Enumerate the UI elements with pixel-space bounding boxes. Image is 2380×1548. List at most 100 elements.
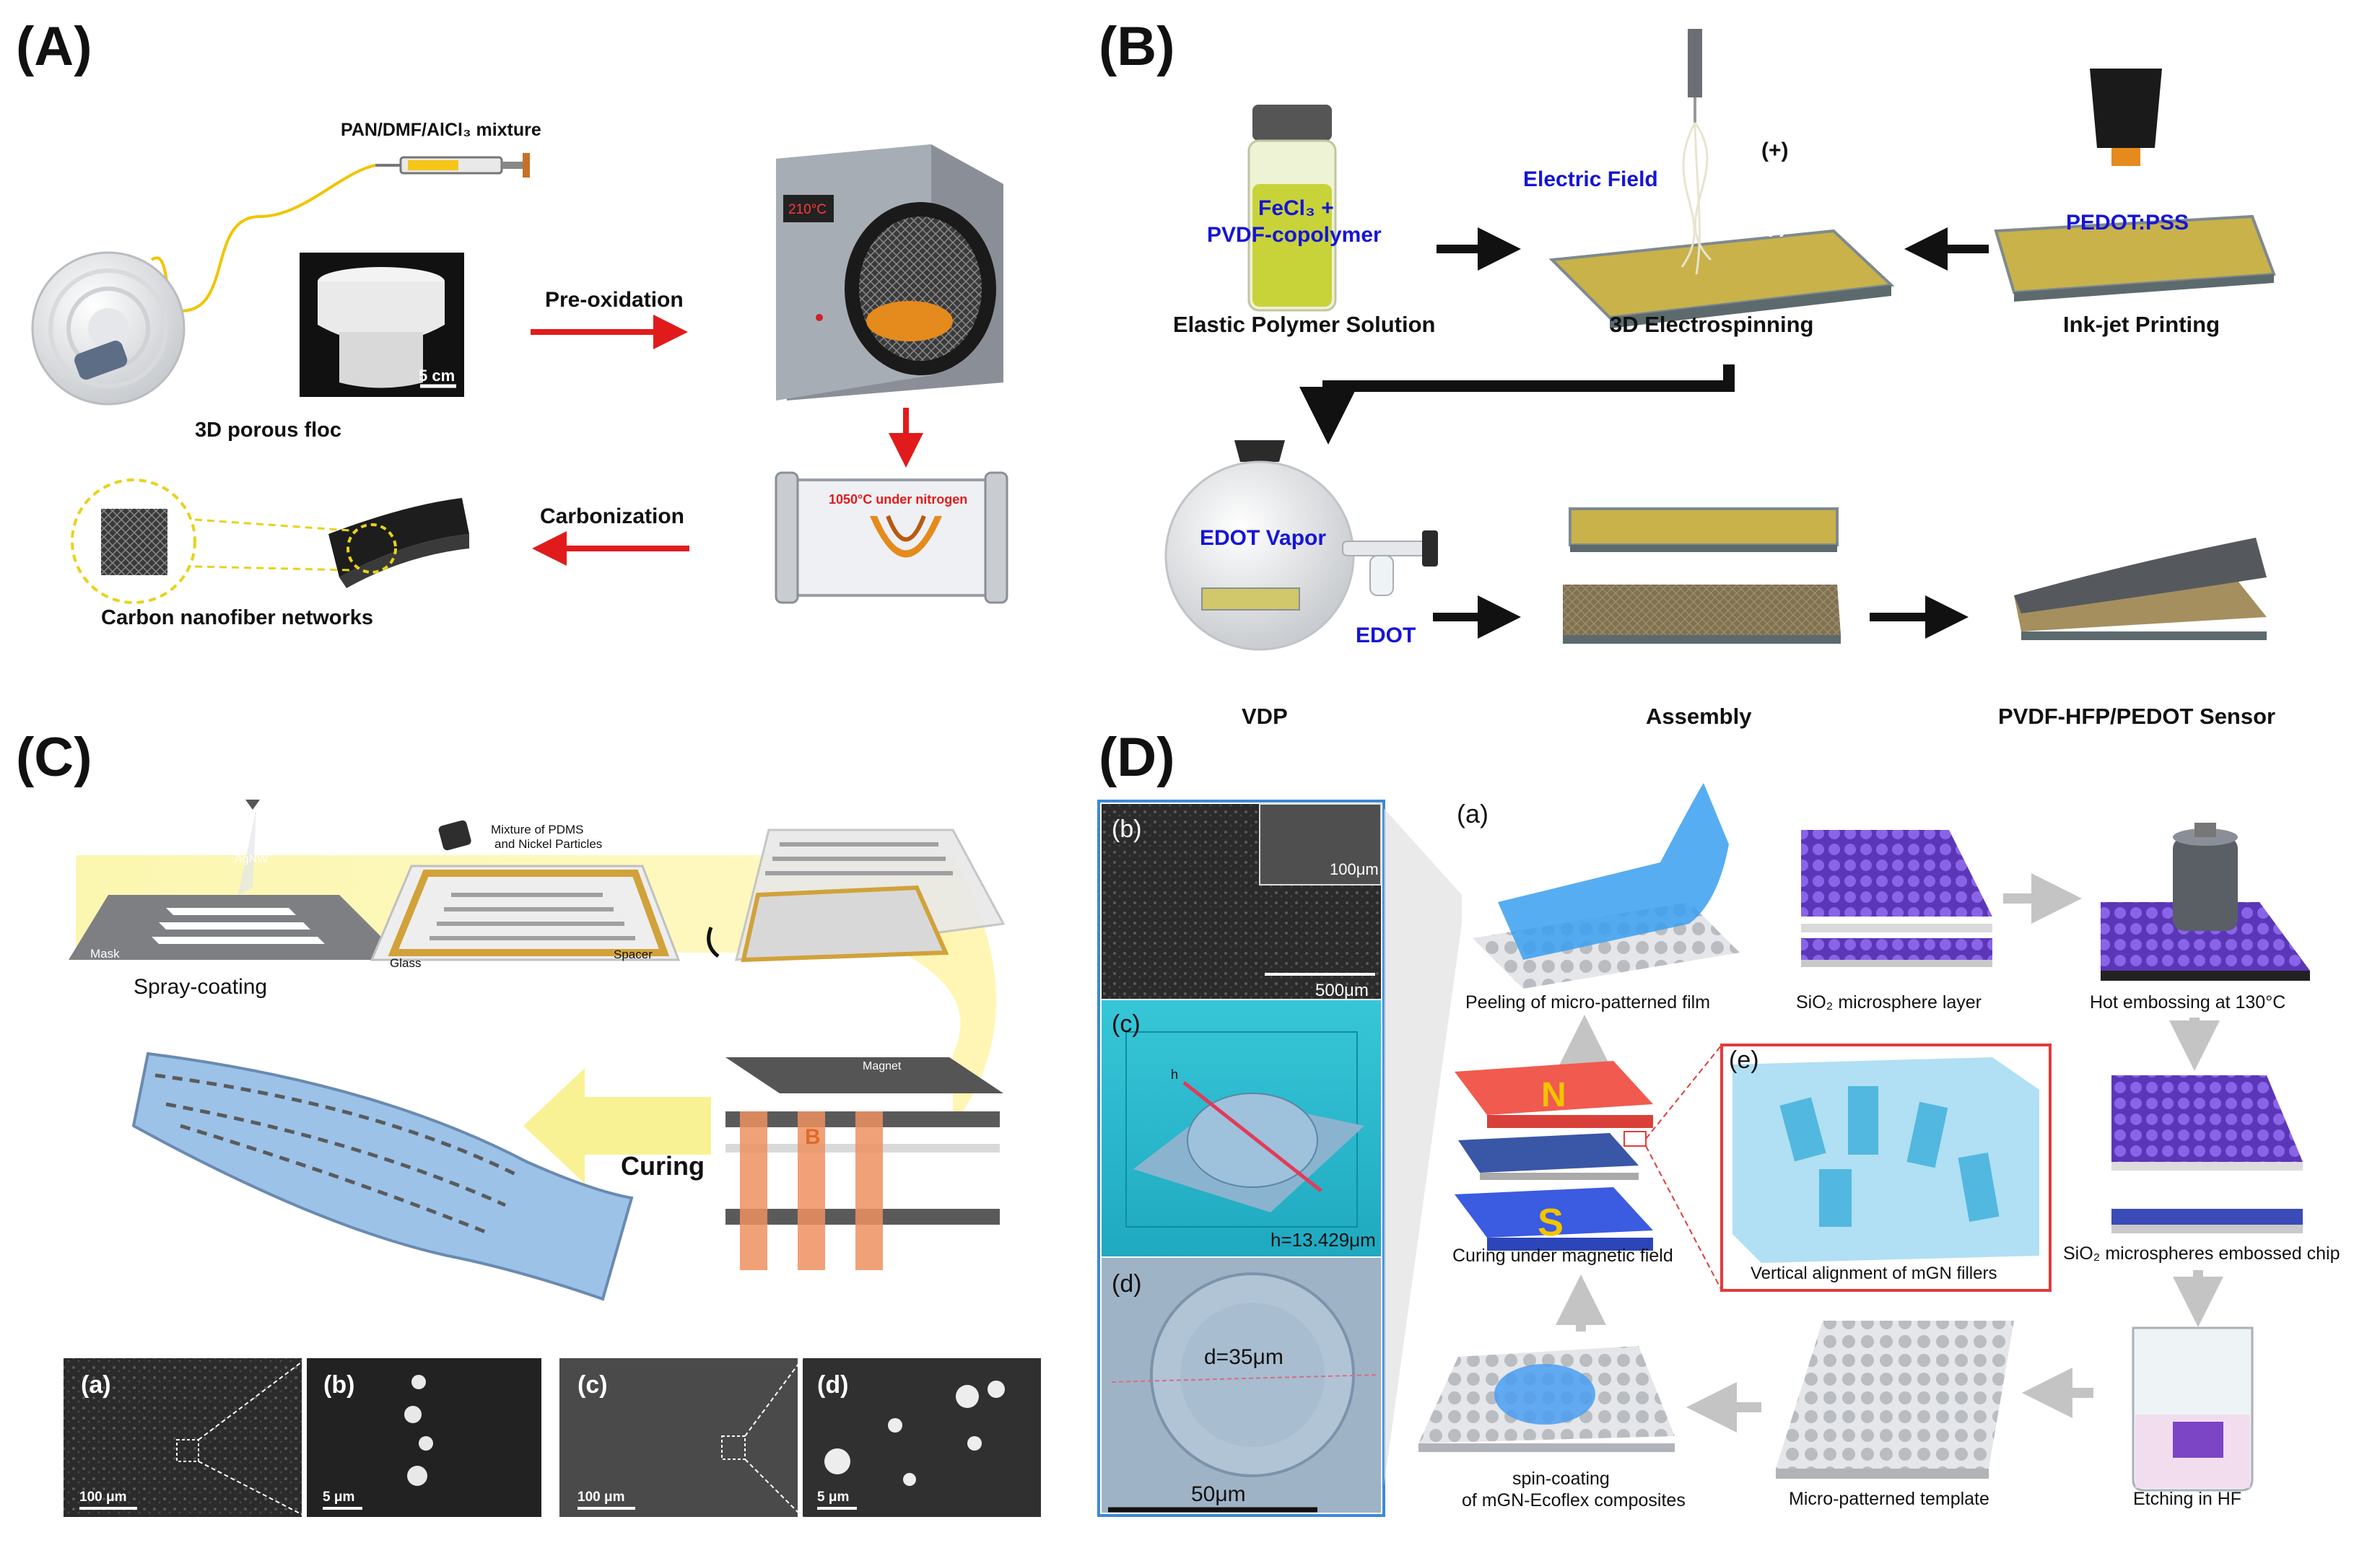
spin-coating-label2: of mGN-Ecoflex composites: [1462, 1490, 1686, 1510]
assembly-label: Assembly: [1646, 704, 1752, 729]
curing-arrow: [523, 1068, 711, 1184]
stretched-film-icon: [131, 1051, 634, 1301]
micrograph-d: (d) d=35μm 50μm: [1102, 1258, 1381, 1513]
fecl3-label: FeCl₃ +: [1258, 196, 1334, 220]
inset-e-tag: (e): [1729, 1046, 1759, 1074]
sem-d-scale: 5 μm: [817, 1490, 849, 1505]
vdp-flask-icon: [1164, 440, 1438, 651]
sem-a-scale: 100 μm: [79, 1490, 127, 1505]
micrograph-d-scale: 50μm: [1191, 1482, 1246, 1506]
oven-icon: 210°C: [776, 144, 1003, 401]
template-label: Micro-patterned template: [1789, 1489, 1989, 1509]
step-a-tag: (a): [1457, 799, 1488, 828]
sem-d-tag: (d): [817, 1371, 848, 1399]
floc-label: 3D porous floc: [195, 419, 341, 442]
sem-c-scale: 100 μm: [577, 1490, 625, 1505]
sensor-label: PVDF-HFP/PEDOT Sensor: [1998, 704, 2275, 729]
pedot-pss-label: PEDOT:PSS: [2066, 211, 2189, 235]
peeling-icon: [1473, 783, 1740, 989]
mask-label: Mask: [90, 947, 120, 961]
sem-b-tag: (b): [323, 1371, 354, 1399]
embossed-chip-icon: [2111, 1075, 2303, 1233]
magnet-n-label: N: [1541, 1076, 1566, 1114]
hot-embossing-icon: [2101, 823, 2310, 981]
micrograph-b: (b) 100μm 500μm: [1102, 803, 1382, 1000]
inkjet-icon: [1994, 69, 2276, 302]
micrograph-c-height: h=13.429μm: [1270, 1229, 1376, 1251]
efield-label: Electric Field: [1523, 167, 1658, 191]
mixture-line2: and Nickel Particles: [494, 837, 602, 851]
sem-c: (c) 100 μm: [559, 1358, 798, 1517]
panel-b-label: (B): [1099, 16, 1175, 77]
edot-label: EDOT: [1356, 624, 1416, 647]
vial-icon: [1247, 105, 1337, 312]
electrospinning-label: 3D Electrospinning: [1610, 312, 1813, 337]
panel-c-label: (C): [16, 727, 92, 788]
glass-label: Glass: [390, 956, 421, 970]
floc-photo: 5 cm: [300, 253, 464, 397]
micrograph-c-tag: (c): [1112, 1010, 1141, 1038]
bfield-label: B: [805, 1125, 821, 1149]
glass-spacer-icon: [370, 820, 681, 961]
vdp-label: VDP: [1242, 704, 1288, 729]
template-icon: [1776, 1321, 2014, 1479]
micrograph-b-tag: (b): [1112, 815, 1142, 843]
preoxidation-label: Pre-oxidation: [545, 288, 684, 312]
carbon-block-icon: [328, 498, 469, 588]
sem-b-scale: 5 μm: [323, 1490, 354, 1505]
carbonization-label: Carbonization: [540, 504, 684, 528]
micrograph-b-inset-scale: 100μm: [1330, 860, 1379, 878]
magnet-stack-icon: Magnet B: [725, 1057, 1003, 1270]
minus-label: (-): [1765, 214, 1787, 237]
plus-label: (+): [1761, 139, 1789, 162]
mixture-label: PAN/DMF/AlCl₃ mixture: [341, 120, 541, 140]
beaker-icon: [2132, 1326, 2254, 1492]
sio2-layer-icon: [1801, 830, 1992, 967]
etching-label: Etching in HF: [2133, 1489, 2241, 1509]
sem-a-tag: (a): [81, 1371, 111, 1399]
floc-scale-label: 5 cm: [419, 367, 455, 385]
oven-temp-label: 210°C: [788, 202, 827, 217]
panel-b: (B) FeCl₃ + PVDF-copolymer Elastic Polym…: [1099, 16, 2276, 729]
sem-b: (b) 5 μm: [307, 1358, 541, 1517]
panel-a-label: (A): [16, 16, 92, 77]
sem-d: (d) 5 μm: [803, 1358, 1041, 1517]
edot-vapor-label: EDOT Vapor: [1200, 526, 1326, 550]
embossed-chip-label: SiO₂ microspheres embossed chip: [2063, 1243, 2340, 1264]
sem-c-tag: (c): [577, 1371, 608, 1399]
vertical-alignment-label: Vertical alignment of mGN fillers: [1751, 1264, 1997, 1283]
panel-d-label: (D): [1099, 727, 1175, 788]
micrograph-c-h: h: [1171, 1067, 1178, 1082]
panel-d: (D) (b) 100μm 500μm (c) h h=13.429μm (: [1097, 727, 2340, 1517]
micrograph-b-scale: 500μm: [1315, 981, 1369, 1000]
magnet-label: Magnet: [863, 1060, 902, 1072]
magnetic-curing-label: Curing under magnetic field: [1452, 1246, 1673, 1266]
spacer-label: Spacer: [614, 948, 653, 961]
peeling-label: Peeling of micro-patterned film: [1465, 992, 1710, 1013]
magnetic-curing-icon: [1455, 1061, 1653, 1251]
inkjet-label: Ink-jet Printing: [2063, 312, 2220, 337]
elastic-polymer-label: Elastic Polymer Solution: [1173, 312, 1435, 337]
tube-furnace-icon: 1050°C under nitrogen: [775, 471, 1008, 604]
panel-c: (C) Curing AgNW Mask Spray-coating Mixtu…: [16, 727, 1041, 1518]
mask-icon: [69, 800, 404, 960]
micrograph-d-diam: d=35μm: [1204, 1345, 1283, 1369]
nanofiber-cube-icon: [101, 509, 167, 575]
micrograph-c: (c) h h=13.429μm: [1102, 1000, 1381, 1256]
hot-embossing-label: Hot embossing at 130°C: [2090, 992, 2285, 1013]
arrow-b3: [1299, 364, 1735, 445]
spray-coating-label: Spray-coating: [134, 975, 267, 999]
zoom-wedge: [1384, 808, 1462, 1487]
assembly-icon: [1563, 507, 1841, 644]
spin-coating-icon: [1418, 1346, 1675, 1452]
flip-glass-icon: [707, 828, 1006, 963]
sem-a: (a) 100 μm: [64, 1358, 302, 1517]
sensor-icon: [2014, 538, 2267, 640]
curing-label: Curing: [621, 1151, 705, 1181]
collector-disc-icon: [31, 251, 186, 406]
spin-coating-label1: spin-coating: [1512, 1469, 1610, 1489]
panel-a: (A) PAN/DMF/AlCl₃ mixture 5 cm: [16, 16, 1008, 629]
sio2-layer-label: SiO₂ microsphere layer: [1796, 992, 1982, 1013]
electrospinning-icon: [1548, 29, 1895, 328]
